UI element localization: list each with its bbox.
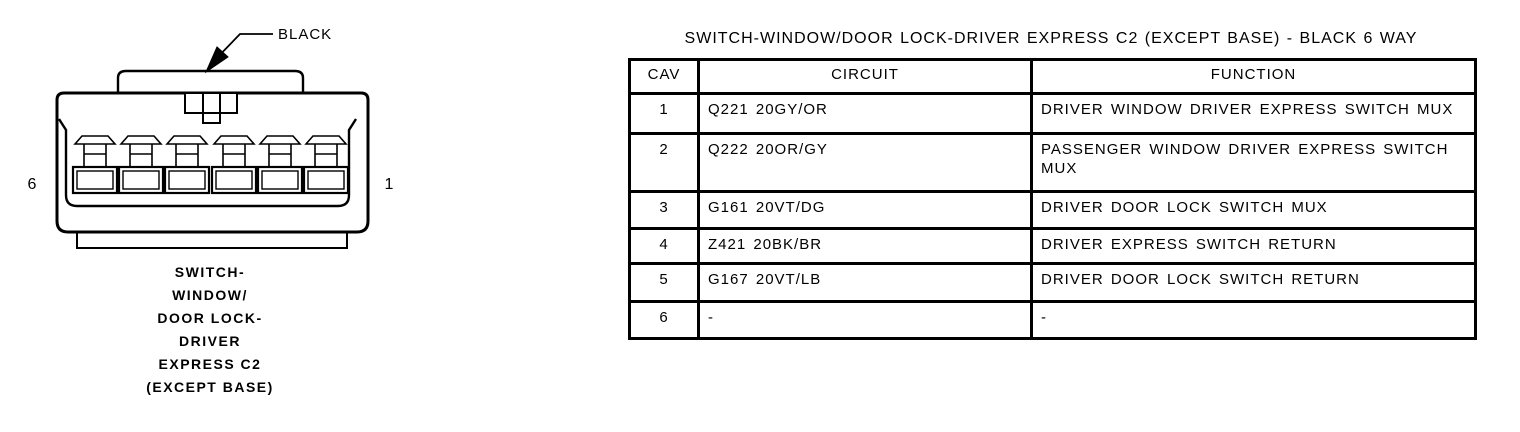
cav-cell: 5 xyxy=(628,262,700,303)
connector-caption: SWITCH- WINDOW/ DOOR LOCK- DRIVER EXPRES… xyxy=(146,264,274,395)
table-header-row: CAV CIRCUIT FUNCTION xyxy=(628,58,1477,95)
table-row: 5 G167 20VT/LB DRIVER DOOR LOCK SWITCH R… xyxy=(628,262,1477,303)
column-header-function: FUNCTION xyxy=(1030,58,1477,95)
table-row: 2 Q222 20OR/GY PASSENGER WINDOW DRIVER E… xyxy=(628,132,1477,193)
cav-cell: 6 xyxy=(628,300,700,340)
table-row: 6 - - xyxy=(628,300,1477,340)
connector-color-label: BLACK xyxy=(278,26,332,43)
function-cell: DRIVER DOOR LOCK SWITCH RETURN xyxy=(1030,262,1477,303)
connector-top-cap xyxy=(116,69,305,93)
pin-number-right: 1 xyxy=(385,176,394,193)
circuit-cell: G161 20VT/DG xyxy=(697,190,1033,230)
circuit-cell: Q221 20GY/OR xyxy=(697,92,1033,135)
leader-arrow-icon xyxy=(204,46,229,74)
circuit-cell: Q222 20OR/GY xyxy=(697,132,1033,193)
table-row: 3 G161 20VT/DG DRIVER DOOR LOCK SWITCH M… xyxy=(628,190,1477,230)
circuit-cell: - xyxy=(697,300,1033,340)
connector-face-panel xyxy=(57,118,358,208)
cav-cell: 1 xyxy=(628,92,700,135)
connector-bottom-tab xyxy=(76,232,348,249)
circuit-cell: Z421 20BK/BR xyxy=(697,227,1033,265)
connector-body xyxy=(55,91,370,234)
cav-cell: 4 xyxy=(628,227,700,265)
connector-diagram: BLACK 6 1 xyxy=(28,26,394,249)
column-header-circuit: CIRCUIT xyxy=(697,58,1033,95)
table-row: 1 Q221 20GY/OR DRIVER WINDOW DRIVER EXPR… xyxy=(628,92,1477,135)
pinout-table: CAV CIRCUIT FUNCTION 1 Q221 20GY/OR DRIV… xyxy=(628,58,1477,340)
column-header-cav: CAV xyxy=(628,58,700,95)
function-cell: PASSENGER WINDOW DRIVER EXPRESS SWITCH M… xyxy=(1030,132,1477,193)
connector-latch-inner xyxy=(202,93,221,124)
circuit-cell: G167 20VT/LB xyxy=(697,262,1033,303)
function-cell: DRIVER WINDOW DRIVER EXPRESS SWITCH MUX xyxy=(1030,92,1477,135)
cav-cell: 2 xyxy=(628,132,700,193)
pin-number-left: 6 xyxy=(28,176,37,193)
cav-cell: 3 xyxy=(628,190,700,230)
pinout-table-title: SWITCH-WINDOW/DOOR LOCK-DRIVER EXPRESS C… xyxy=(684,30,1418,47)
connector-latch-outer xyxy=(184,92,238,114)
table-row: 4 Z421 20BK/BR DRIVER EXPRESS SWITCH RET… xyxy=(628,227,1477,265)
function-cell: DRIVER DOOR LOCK SWITCH MUX xyxy=(1030,190,1477,230)
function-cell: DRIVER EXPRESS SWITCH RETURN xyxy=(1030,227,1477,265)
function-cell: - xyxy=(1030,300,1477,340)
